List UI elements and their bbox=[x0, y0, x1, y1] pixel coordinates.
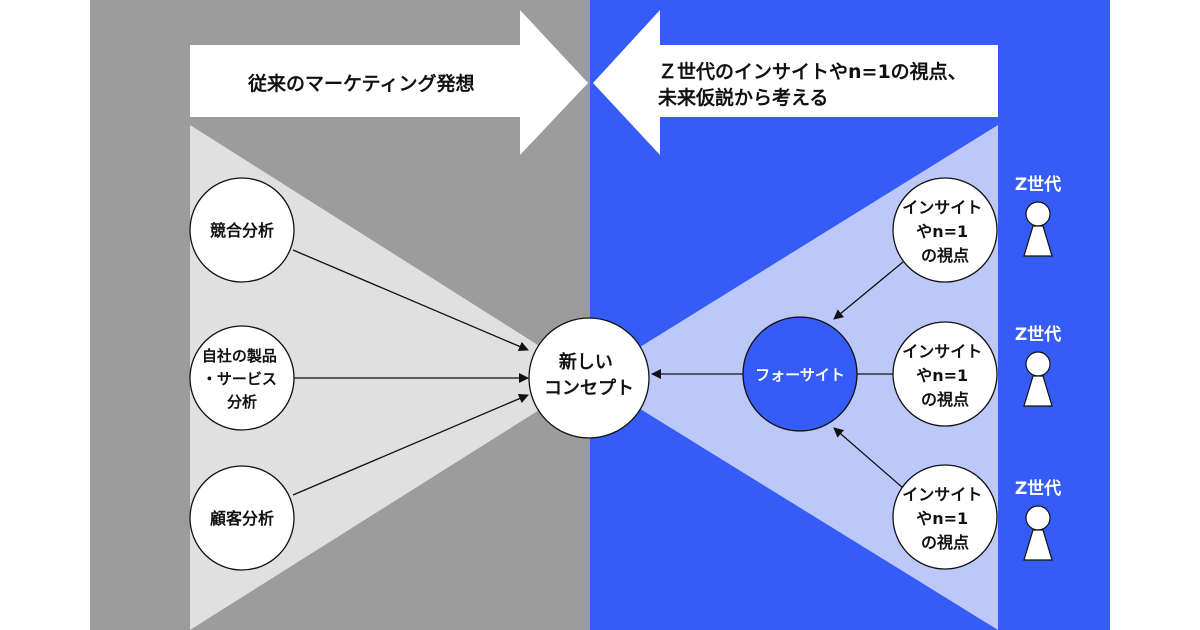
left-arrow-label: 従来のマーケティング発想 bbox=[247, 72, 474, 95]
svg-text:Z世代: Z世代 bbox=[1015, 324, 1061, 345]
node-competitor-analysis: 競合分析 bbox=[189, 177, 295, 283]
person-group: Z世代 bbox=[1015, 324, 1061, 407]
svg-text:Z世代: Z世代 bbox=[1015, 478, 1061, 499]
right-arrow-label: Ｚ世代のインサイトやn=1の視点、 未来仮説から考える bbox=[657, 60, 973, 109]
person-icon bbox=[1023, 505, 1053, 561]
connector bbox=[833, 261, 904, 320]
svg-text:フォーサイト: フォーサイト bbox=[755, 366, 845, 384]
person-icon bbox=[1023, 201, 1053, 257]
node-new-concept: 新しい コンセプト bbox=[528, 317, 650, 439]
connector bbox=[833, 427, 904, 489]
svg-text:インサイト やn=1 の視点: インサイト やn=1 の視点 bbox=[902, 198, 988, 265]
svg-text:インサイト やn=1 の視点: インサイト やn=1 の視点 bbox=[902, 342, 988, 409]
node-foresight: フォーサイト bbox=[742, 316, 858, 432]
svg-text:競合分析: 競合分析 bbox=[210, 221, 274, 240]
node-product-analysis: 自社の製品 ・サービス 分析 bbox=[189, 325, 295, 431]
node-insight: インサイト やn=1 の視点 bbox=[892, 464, 998, 570]
person-group: Z世代 bbox=[1015, 174, 1061, 257]
node-insight: インサイト やn=1 の視点 bbox=[892, 321, 998, 427]
svg-text:Z世代: Z世代 bbox=[1015, 174, 1061, 195]
person-group: Z世代 bbox=[1015, 478, 1061, 561]
node-insight: インサイト やn=1 の視点 bbox=[892, 177, 998, 283]
left-arrow bbox=[190, 10, 588, 155]
svg-text:インサイト やn=1 の視点: インサイト やn=1 の視点 bbox=[902, 485, 988, 552]
svg-text:新しい コンセプト: 新しい コンセプト bbox=[544, 351, 634, 399]
connector bbox=[292, 393, 529, 496]
connector bbox=[292, 249, 529, 352]
svg-text:自社の製品 ・サービス 分析: 自社の製品 ・サービス 分析 bbox=[202, 347, 282, 411]
right-arrow bbox=[593, 10, 998, 155]
svg-text:顧客分析: 顧客分析 bbox=[210, 509, 274, 528]
person-icon bbox=[1023, 351, 1053, 407]
node-customer-analysis: 顧客分析 bbox=[189, 465, 295, 571]
